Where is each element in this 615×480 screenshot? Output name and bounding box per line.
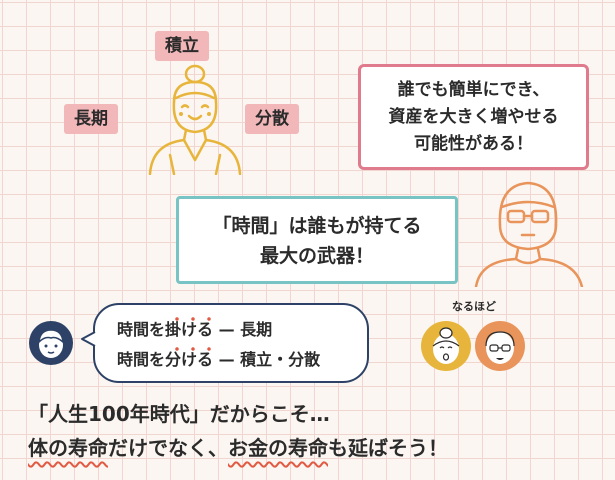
info-box-pink: 誰でも簡単にでき、 資産を大きく増やせる 可能性がある！: [358, 64, 589, 170]
speech-bubble: 時間を掛ける — 長期 時間を分ける — 積立・分散: [93, 303, 369, 383]
speech-line1-c: — 長期: [213, 320, 273, 339]
pink-box-line1: 誰でも簡単にでき、: [397, 80, 550, 100]
caption-end: も延ばそう！: [328, 436, 448, 460]
info-box-teal: 「時間」は誰もが持てる 最大の武器！: [176, 196, 458, 284]
speech-line2-c: — 積立・分散: [213, 350, 321, 369]
speech-line1-a: 時間を: [117, 320, 166, 339]
face-icon-yellow: [421, 321, 471, 371]
avatar-navy-icon: [29, 321, 73, 365]
caption-line1: 「人生100年時代」だからこそ…: [28, 402, 330, 426]
naruhodo-label: なるほど: [452, 300, 496, 313]
speech-line1: 時間を掛ける — 長期: [117, 315, 367, 345]
face-icon-orange: [475, 321, 525, 371]
teal-box-line1: 「時間」は誰もが持てる: [212, 215, 422, 237]
speech-bubble-tail: [81, 331, 96, 347]
woman-illustration-orange: [474, 181, 584, 287]
tag-choki: 長期: [64, 104, 118, 134]
caption-line2: 体の寿命だけでなく、お金の寿命も延ばそう！: [28, 432, 448, 464]
tag-tsumitate: 積立: [155, 31, 209, 61]
speech-line2-a: 時間を: [117, 350, 166, 369]
caption-mid: だけでなく、: [108, 436, 228, 460]
pink-box-line3: 可能性がある！: [414, 134, 533, 154]
speech-line1-b: 掛ける: [165, 316, 214, 339]
pink-box-line2: 資産を大きく増やせる: [388, 107, 559, 127]
caption-money-lifespan: お金の寿命: [228, 436, 328, 460]
tag-bunsan: 分散: [245, 104, 299, 134]
speech-line2: 時間を分ける — 積立・分散: [117, 345, 367, 375]
caption-body-lifespan: 体の寿命: [28, 436, 108, 460]
teal-box-line2: 最大の武器！: [259, 245, 374, 267]
woman-illustration-yellow: [148, 64, 242, 175]
speech-line2-b: 分ける: [165, 346, 214, 369]
